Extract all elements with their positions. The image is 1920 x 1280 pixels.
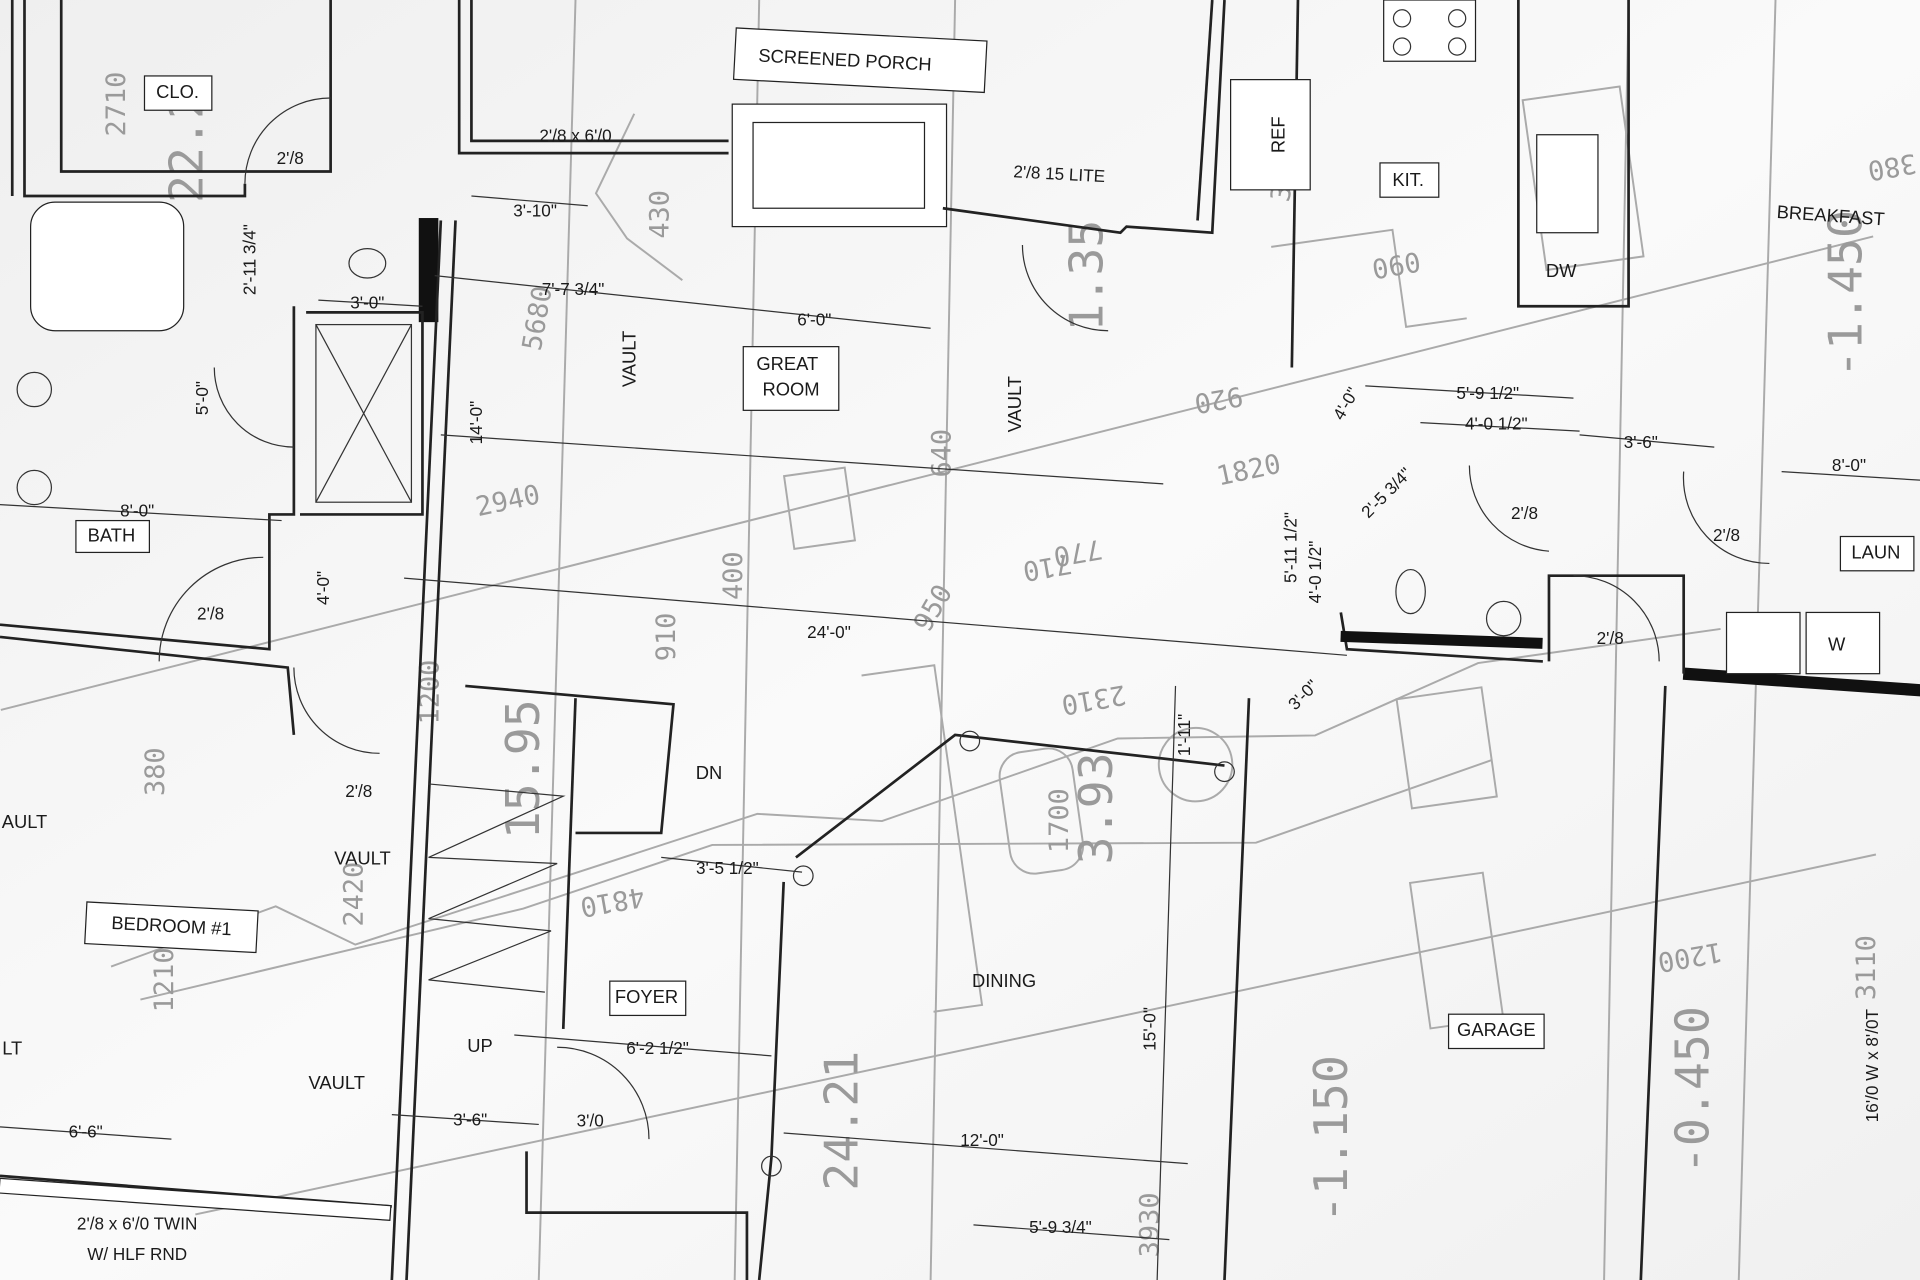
dimension-label: 6'-6" [69,1122,103,1142]
label-dining: DINING [972,970,1036,991]
note-vault: VAULT [618,331,639,387]
ghost-number: 2710 [101,72,132,137]
ghost-number: 3.93 [1069,752,1123,864]
dimension-label: 3'/0 [577,1111,604,1131]
label-closet: CLO. [156,81,199,102]
label-refrigerator: REF [1267,116,1288,153]
dimension-label: 2'/8 [1713,525,1740,545]
dimension-label: 2'-11 3/4" [240,224,260,295]
ghost-dimension-numbers: 2710 22.2 5680 2940 1820 -1.450 -0.450 -… [101,72,1919,1258]
ghost-number: 3110 [1851,935,1882,1000]
label-kitchen: KIT. [1392,169,1424,190]
note-twin-window: 2'/8 x 6'/0 TWIN [77,1213,197,1233]
ghost-number: -0.450 [1665,1006,1719,1174]
ghost-number: 15.95 [496,699,550,839]
dimension-label: 1'-11" [1174,714,1194,756]
dimension-label: 2'/8 [1511,503,1538,523]
label-great-room: ROOM [762,379,819,400]
dimension-label: 4'-0" [313,571,333,605]
ghost-number: 3930 [1135,1192,1166,1257]
dimension-label: 24'-0" [807,622,851,642]
ghost-plan-layer [0,85,1877,1216]
wall-segment-dark [1682,667,1920,697]
ghost-number: -1.150 [1304,1055,1358,1223]
dimension-label: 15'-0" [1140,1007,1160,1051]
dimension-label: 2'/8 [345,781,372,801]
plan-notes: VAULT VAULT VAULT VAULT AULT LT DN UP 2'… [2,126,1882,1264]
note-vault-cut: AULT [2,811,48,832]
label-garage: GARAGE [1457,1019,1536,1040]
label-foyer: FOYER [615,986,678,1007]
dimension-label: 6'-0" [797,309,831,329]
door-swings [158,97,1770,1140]
note-porch-door: 2'/8 x 6'/0 [539,126,611,146]
dimension-lines [0,195,1920,1280]
label-dishwasher: DW [1546,260,1577,281]
label-bath: BATH [88,524,136,545]
ghost-number: 430 [645,190,676,239]
dimension-label: 3'-0" [350,292,384,312]
dimension-label: 3'-6" [1624,432,1658,452]
dimension-label: 6'-2 1/2" [626,1038,689,1058]
label-laundry: LAUN [1851,542,1900,563]
ghost-number: 1.35 [1059,220,1113,332]
dimension-label: 14'-0" [466,401,486,445]
note-garage-door: 16'/0 W x 8'/0T [1862,1009,1882,1123]
dimension-label: 2'/8 [197,603,224,623]
label-washer: W [1828,633,1846,654]
ghost-number: 640 [926,429,957,478]
note-vault: VAULT [334,848,390,869]
note-twin-window: W/ HLF RND [87,1244,187,1264]
wall-segment-dark [1340,630,1543,649]
dimension-label: 5'-9 1/2" [1456,383,1519,403]
note-lt-cut: LT [2,1038,22,1059]
dimension-label: 12'-0" [960,1130,1004,1150]
dimension-label: 7'-7 3/4" [542,279,605,299]
note-down: DN [696,762,723,783]
note-vault: VAULT [1004,376,1025,432]
ghost-number: 380 [140,747,171,796]
dimension-label: 4'-0 1/2" [1465,414,1528,434]
note-up: UP [467,1035,493,1056]
ghost-number: 1700 [1044,788,1075,853]
dimension-label: 3'-10" [513,200,557,220]
dimension-label: 4'-0 1/2" [1305,541,1325,604]
note-vault: VAULT [309,1072,365,1093]
ghost-number: 24.21 [814,1051,868,1191]
note-lite-door: 2'/8 15 LITE [1013,161,1106,186]
ghost-number: 910 [651,613,682,662]
ghost-number: 2420 [339,862,370,927]
dimension-label: 3'-5 1/2" [696,858,759,878]
dimension-label: 2'/8 [1597,628,1624,648]
label-great-room: GREAT [756,353,818,374]
ghost-number: -1.450 [1818,210,1872,378]
dimension-label: 2'/8 [277,148,304,168]
ghost-number: 400 [718,551,749,600]
dimension-label: 8'-0" [120,501,154,521]
dimension-label: 5'-11 1/2" [1280,512,1300,583]
dimension-label: 3'-6" [453,1109,487,1129]
dimension-label: 5'-0" [192,381,212,415]
ghost-number: 1210 [149,947,180,1012]
dimension-label: 5'-9 3/4" [1029,1217,1092,1237]
dimension-label: 8'-0" [1832,455,1866,475]
wall-segment-dark [418,218,439,323]
